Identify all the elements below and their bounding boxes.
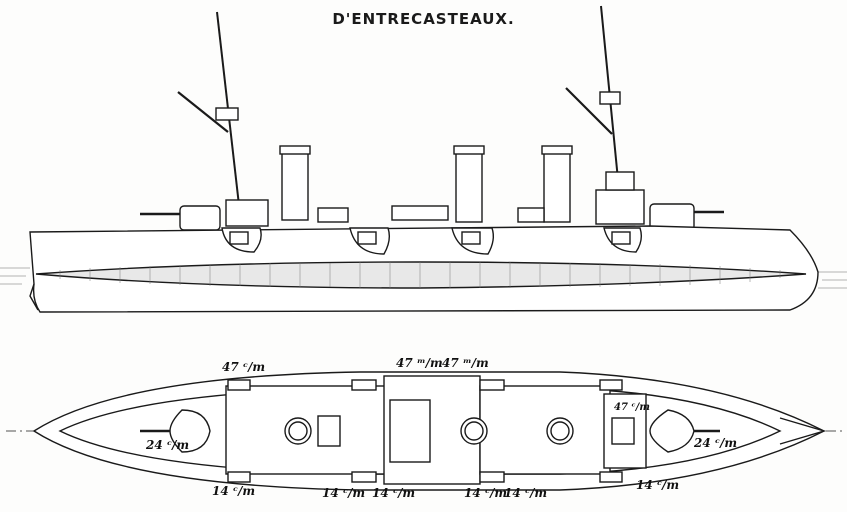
label-14-c1: 14 ᶜ/m — [322, 486, 366, 500]
label-14-c4: 14 ᶜ/m — [504, 486, 548, 500]
aft-fighting-top — [215, 107, 239, 121]
fore-fighting-top — [599, 91, 621, 105]
ram — [779, 417, 827, 445]
label-14-aft: 14 ᶜ/m — [212, 484, 256, 498]
funnel-3 — [543, 149, 571, 223]
label-24-aft: 24 ᶜ/m — [146, 438, 190, 452]
mid-deckhouse — [391, 205, 449, 221]
label-14-c2: 14 ᶜ/m — [372, 486, 416, 500]
chart-house — [605, 171, 635, 191]
side-elevation — [0, 5, 847, 313]
funnel-2 — [455, 149, 483, 223]
label-47-center-b: 47 ᵐ/m — [442, 356, 489, 370]
plan-sponsons — [227, 379, 623, 483]
side-casemates — [221, 227, 643, 255]
water-lines — [0, 267, 847, 289]
funnel-1 — [281, 149, 309, 221]
aft-turret — [179, 205, 221, 231]
label-14-c3: 14 ᶜ/m — [464, 486, 508, 500]
fore-mast-yard — [565, 87, 613, 135]
fore-turret-plan — [649, 409, 695, 453]
label-24-fwd: 24 ᶜ/m — [694, 436, 738, 450]
aft-turret-plan — [169, 409, 211, 453]
rudder — [29, 283, 39, 311]
diagram-title: D'ENTRECASTEAUX. — [332, 10, 515, 28]
aft-mast-yard — [177, 91, 229, 133]
fore-deckhouse — [479, 385, 611, 475]
aft-bridge — [225, 199, 269, 227]
armor-belt — [35, 261, 807, 289]
label-47-port-aft: 47 ᶜ/m — [222, 360, 266, 374]
label-14-fwd: 14 ᶜ/m — [636, 478, 680, 492]
plan-view — [6, 371, 844, 491]
bridge-plan — [603, 393, 647, 469]
fore-bridge — [595, 189, 645, 225]
label-47-center-a: 47 ᵐ/m — [396, 356, 443, 370]
small-house — [517, 207, 545, 223]
mid-house — [317, 207, 349, 223]
label-47-bow: 47 ᶜ/m — [614, 402, 650, 413]
